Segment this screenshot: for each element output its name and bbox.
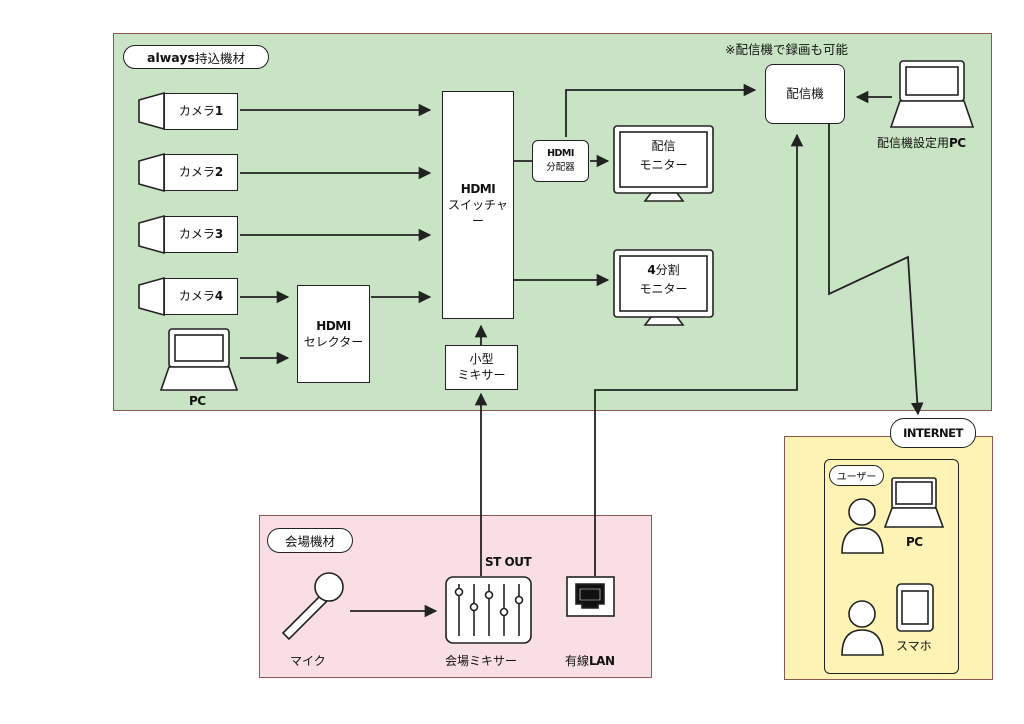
always-title-brand: always: [147, 49, 195, 65]
monitor-quad-label: 4分割 モニター: [620, 261, 707, 298]
recording-note: ※配信機で録画も可能: [725, 42, 848, 57]
small-mixer-line2: ミキサー: [457, 367, 506, 382]
hdmi-switcher-sub: スイッチャー: [448, 197, 508, 229]
user-phone-label: スマホ: [896, 639, 932, 653]
user-area-frame: [824, 459, 959, 674]
hdmi-splitter-sub: 分配器: [546, 162, 575, 173]
user-person-icon-2: [841, 600, 884, 656]
encoder-pc-text: 配信機設定用: [877, 136, 950, 150]
lan-label: 有線LAN: [565, 652, 615, 669]
camera-3-label: カメラ: [178, 227, 215, 242]
hdmi-switcher-title: HDMI: [460, 181, 496, 196]
lan-port-icon: [566, 576, 615, 617]
edge-splitter-encoder: [565, 83, 757, 137]
monitor-quad-line2: モニター: [639, 281, 688, 296]
monitor-quad-text: 分割: [655, 263, 680, 277]
always-title-suffix: 持込機材: [194, 50, 245, 66]
encoder-pc-bold: PC: [949, 136, 966, 150]
edge-lan-encoder: [594, 133, 804, 576]
hdmi-switcher: HDMI スイッチャー: [442, 91, 514, 319]
camera-2-label: カメラ: [178, 165, 215, 180]
venue-mixer-label: 会場ミキサー: [445, 654, 518, 668]
user-pc-label: PC: [906, 535, 923, 549]
mic-label: マイク: [290, 654, 326, 668]
internet-label: INTERNET: [890, 418, 976, 448]
camera-4-number: 4: [214, 289, 224, 304]
camera-lens-icon-1: [138, 91, 165, 131]
smartphone-icon: [896, 583, 934, 632]
pc-label: PC: [189, 394, 206, 408]
monitor-stream-line1: 配信: [651, 139, 676, 153]
camera-4-label: カメラ: [178, 289, 215, 304]
user-person-icon-1: [841, 498, 884, 554]
user-pc-laptop-icon: [883, 477, 945, 528]
monitor-quad-icon: [613, 249, 714, 326]
encoder-pc-laptop-icon: [889, 60, 975, 128]
lan-bold: LAN: [589, 654, 615, 668]
venue-zone-title: 会場機材: [267, 528, 353, 553]
hdmi-selector-sub: セレクター: [303, 335, 364, 349]
small-mixer: 小型 ミキサー: [445, 345, 518, 390]
user-area-title: ユーザー: [829, 465, 884, 486]
camera-1-label: カメラ: [178, 104, 215, 119]
streaming-encoder: 配信機: [765, 64, 845, 124]
encoder-pc-label: 配信機設定用PC: [877, 134, 966, 151]
hdmi-splitter: HDMI 分配器: [532, 140, 589, 182]
lan-text: 有線: [565, 654, 590, 668]
laptop-icon: [159, 328, 239, 391]
st-out-label: ST OUT: [485, 555, 532, 569]
camera-lens-icon-4: [138, 276, 165, 317]
camera-3-number: 3: [214, 227, 224, 242]
monitor-stream-label: 配信 モニター: [620, 137, 707, 174]
mixer-fader-icon: [445, 576, 532, 644]
monitor-quad-number: 4: [647, 263, 656, 277]
camera-lens-icon-2: [138, 152, 165, 193]
hdmi-selector: HDMI セレクター: [297, 285, 370, 383]
hdmi-selector-title: HDMI: [316, 318, 351, 333]
small-mixer-line1: 小型: [469, 351, 494, 366]
streaming-encoder-label: 配信機: [786, 85, 824, 101]
camera-2-number: 2: [214, 165, 224, 180]
hdmi-splitter-title: HDMI: [547, 147, 574, 159]
edge-encoder-internet: [828, 124, 924, 416]
camera-lens-icon-3: [138, 214, 165, 255]
microphone-icon: [281, 572, 344, 641]
monitor-stream-icon: [613, 125, 714, 202]
monitor-stream-line2: モニター: [639, 157, 688, 172]
always-equipment-zone: [113, 33, 992, 411]
camera-1-number: 1: [214, 104, 224, 119]
